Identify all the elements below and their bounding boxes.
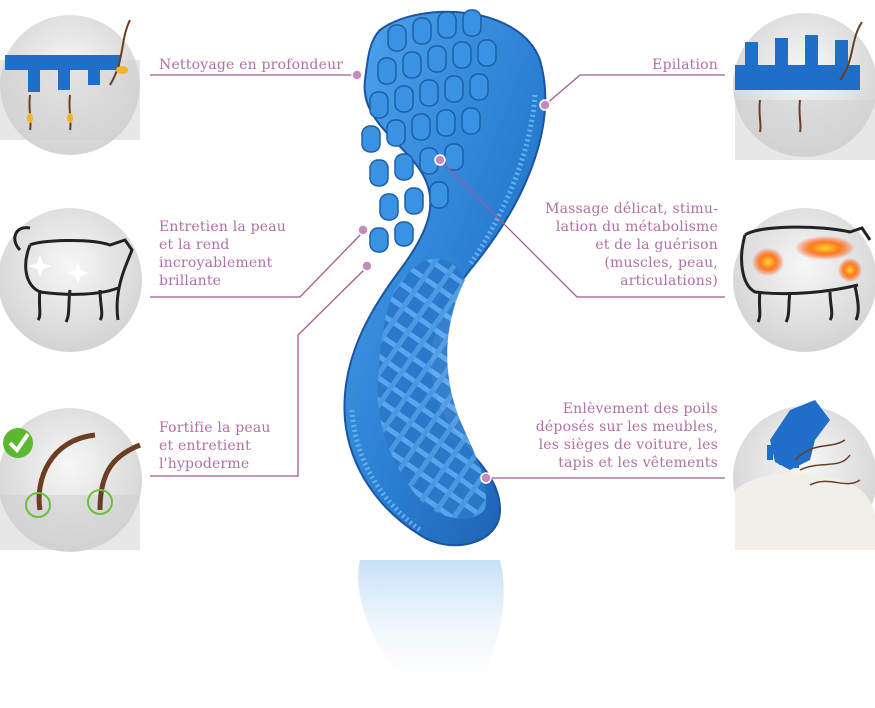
brush [343, 9, 547, 547]
label-line: déposés sur les meubles, [535, 419, 718, 435]
label-line: articulations) [620, 273, 718, 289]
label-furniture: Enlèvement des poils déposés sur les meu… [536, 400, 718, 472]
circle-massage-cat [733, 208, 875, 352]
label-line: Fortifie la peau [159, 420, 271, 436]
label-line: Nettoyage en profondeur [159, 57, 344, 73]
label-shiny-skin: Entretien la peau et la rend incroyablem… [159, 218, 286, 290]
label-line: et la rend [159, 237, 230, 253]
leader-lines [150, 74, 725, 479]
label-hair-removal: Epilation [652, 56, 718, 74]
label-line: Enlèvement des poils [562, 401, 718, 417]
circle-deep-cleaning [0, 15, 140, 155]
label-line: (muscles, peau, [604, 255, 718, 271]
label-line: brillante [159, 273, 222, 289]
label-line: et entretient [159, 438, 251, 454]
label-line: Entretien la peau [159, 219, 286, 235]
cat-icon [740, 225, 872, 323]
hair-root-icon [36, 432, 141, 511]
circle-furniture [733, 400, 875, 550]
circle-fortify [0, 408, 142, 552]
label-line: tapis et les vêtements [558, 455, 718, 471]
label-line: lation du métabolisme [555, 219, 718, 235]
label-line: Massage délicat, stimu- [545, 201, 718, 217]
checkmark-icon [3, 428, 33, 458]
label-fortify-skin: Fortifie la peau et entretient l'hypoder… [159, 419, 271, 473]
circle-shiny-cat [0, 208, 142, 352]
leader-dots [351, 69, 551, 484]
label-line: incroyablement [159, 255, 273, 271]
label-line: et de la guérison [595, 237, 718, 253]
hair-icon [794, 439, 861, 486]
sparkle-icon [29, 255, 89, 284]
label-deep-cleaning: Nettoyage en profondeur [159, 56, 343, 74]
label-line: Epilation [652, 57, 718, 73]
label-massage: Massage délicat, stimu- lation du métabo… [545, 200, 718, 290]
circle-hair-removal [733, 13, 875, 160]
brush-reflection [358, 560, 504, 700]
hair-icon [758, 21, 863, 133]
cat-icon [13, 226, 134, 323]
label-line: les sièges de voiture, les [538, 437, 718, 453]
label-line: l'hypoderme [159, 456, 250, 472]
